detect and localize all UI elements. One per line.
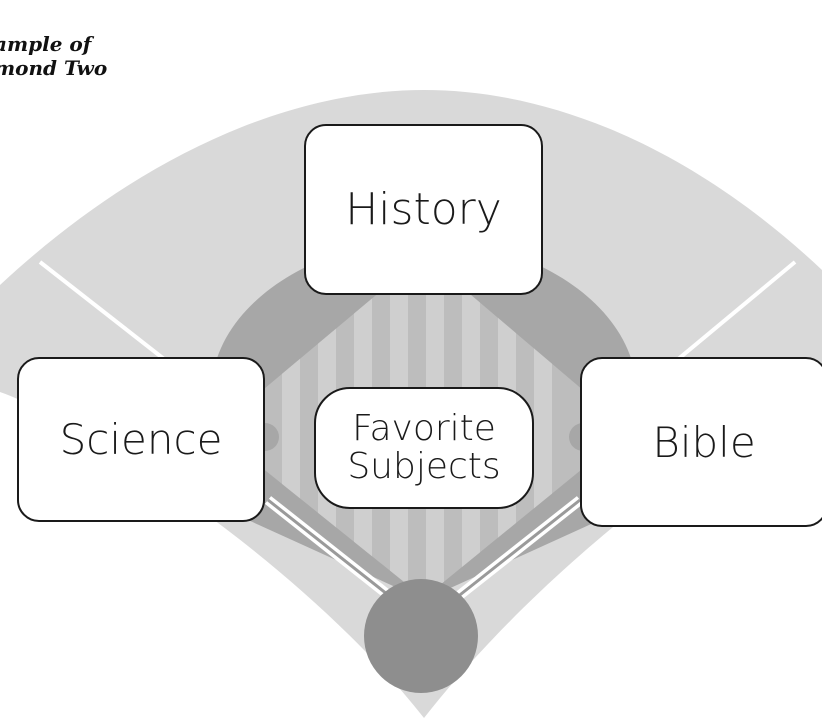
history-box: History: [304, 124, 543, 295]
science-box: Science: [17, 357, 265, 522]
home-plate-mound: [364, 579, 478, 693]
caption-line-1: ample of: [0, 32, 92, 56]
center-label-line-2: Subjects: [347, 446, 501, 487]
center-label-line-1: Favorite: [352, 408, 496, 449]
caption-line-2: mond Two: [0, 56, 108, 80]
bible-box: Bible: [580, 357, 822, 527]
favorite-subjects-box: Favorite Subjects: [314, 387, 534, 509]
figure-caption: ample of mond Two: [0, 32, 107, 80]
